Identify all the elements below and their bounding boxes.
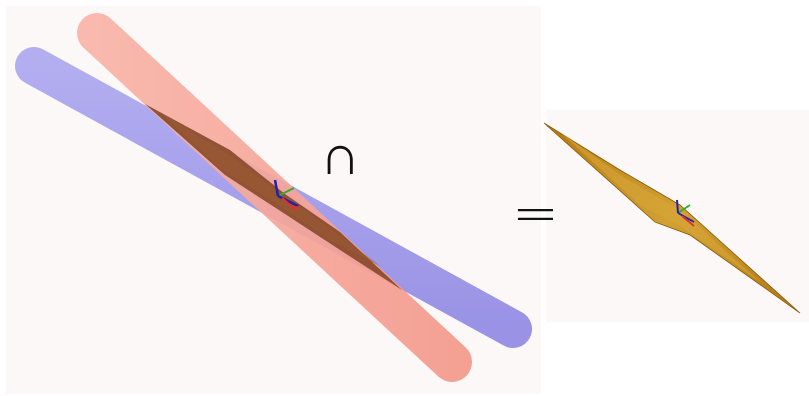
intersection-operator: ∩ [320,123,361,188]
equals-operator: = [512,181,559,246]
axis-glyph-left [273,179,299,211]
result-solid-highlight [560,132,760,282]
axis-glyph-right [676,199,695,227]
intersection-lens-shade [160,112,380,266]
